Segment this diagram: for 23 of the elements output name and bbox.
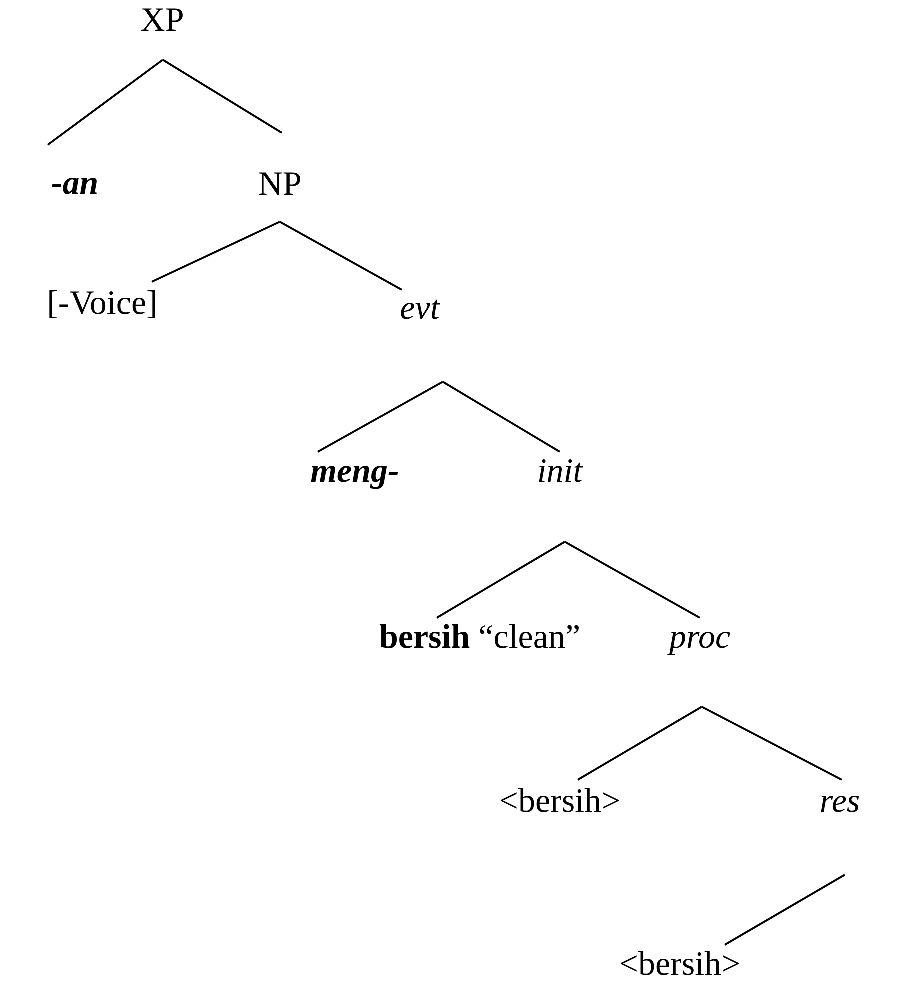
tree-label: -an — [51, 167, 99, 201]
tree-label: proc — [669, 621, 731, 655]
tree-branch — [442, 381, 561, 453]
tree-label: <bersih> — [499, 785, 621, 819]
tree-label: [-Voice] — [47, 287, 158, 321]
tree-branch — [152, 221, 280, 283]
tree-label: <bersih> — [619, 948, 741, 982]
tree-label: XP — [140, 4, 184, 38]
tree-branch — [564, 541, 700, 619]
tree-branch — [318, 381, 444, 453]
tree-label: NP — [258, 168, 302, 202]
tree-branch — [702, 706, 842, 781]
tree-label: res — [820, 785, 860, 819]
tree-label: init — [537, 455, 583, 489]
tree-branch — [724, 874, 846, 946]
tree-branch — [162, 59, 283, 134]
tree-branch — [578, 706, 702, 781]
tree-label: evt — [400, 292, 440, 326]
tree-branch — [47, 59, 164, 146]
tree-label: bersih “clean” — [379, 621, 581, 655]
tree-branch — [436, 541, 566, 619]
tree-branch — [280, 221, 402, 291]
tree-label: meng- — [310, 455, 400, 489]
